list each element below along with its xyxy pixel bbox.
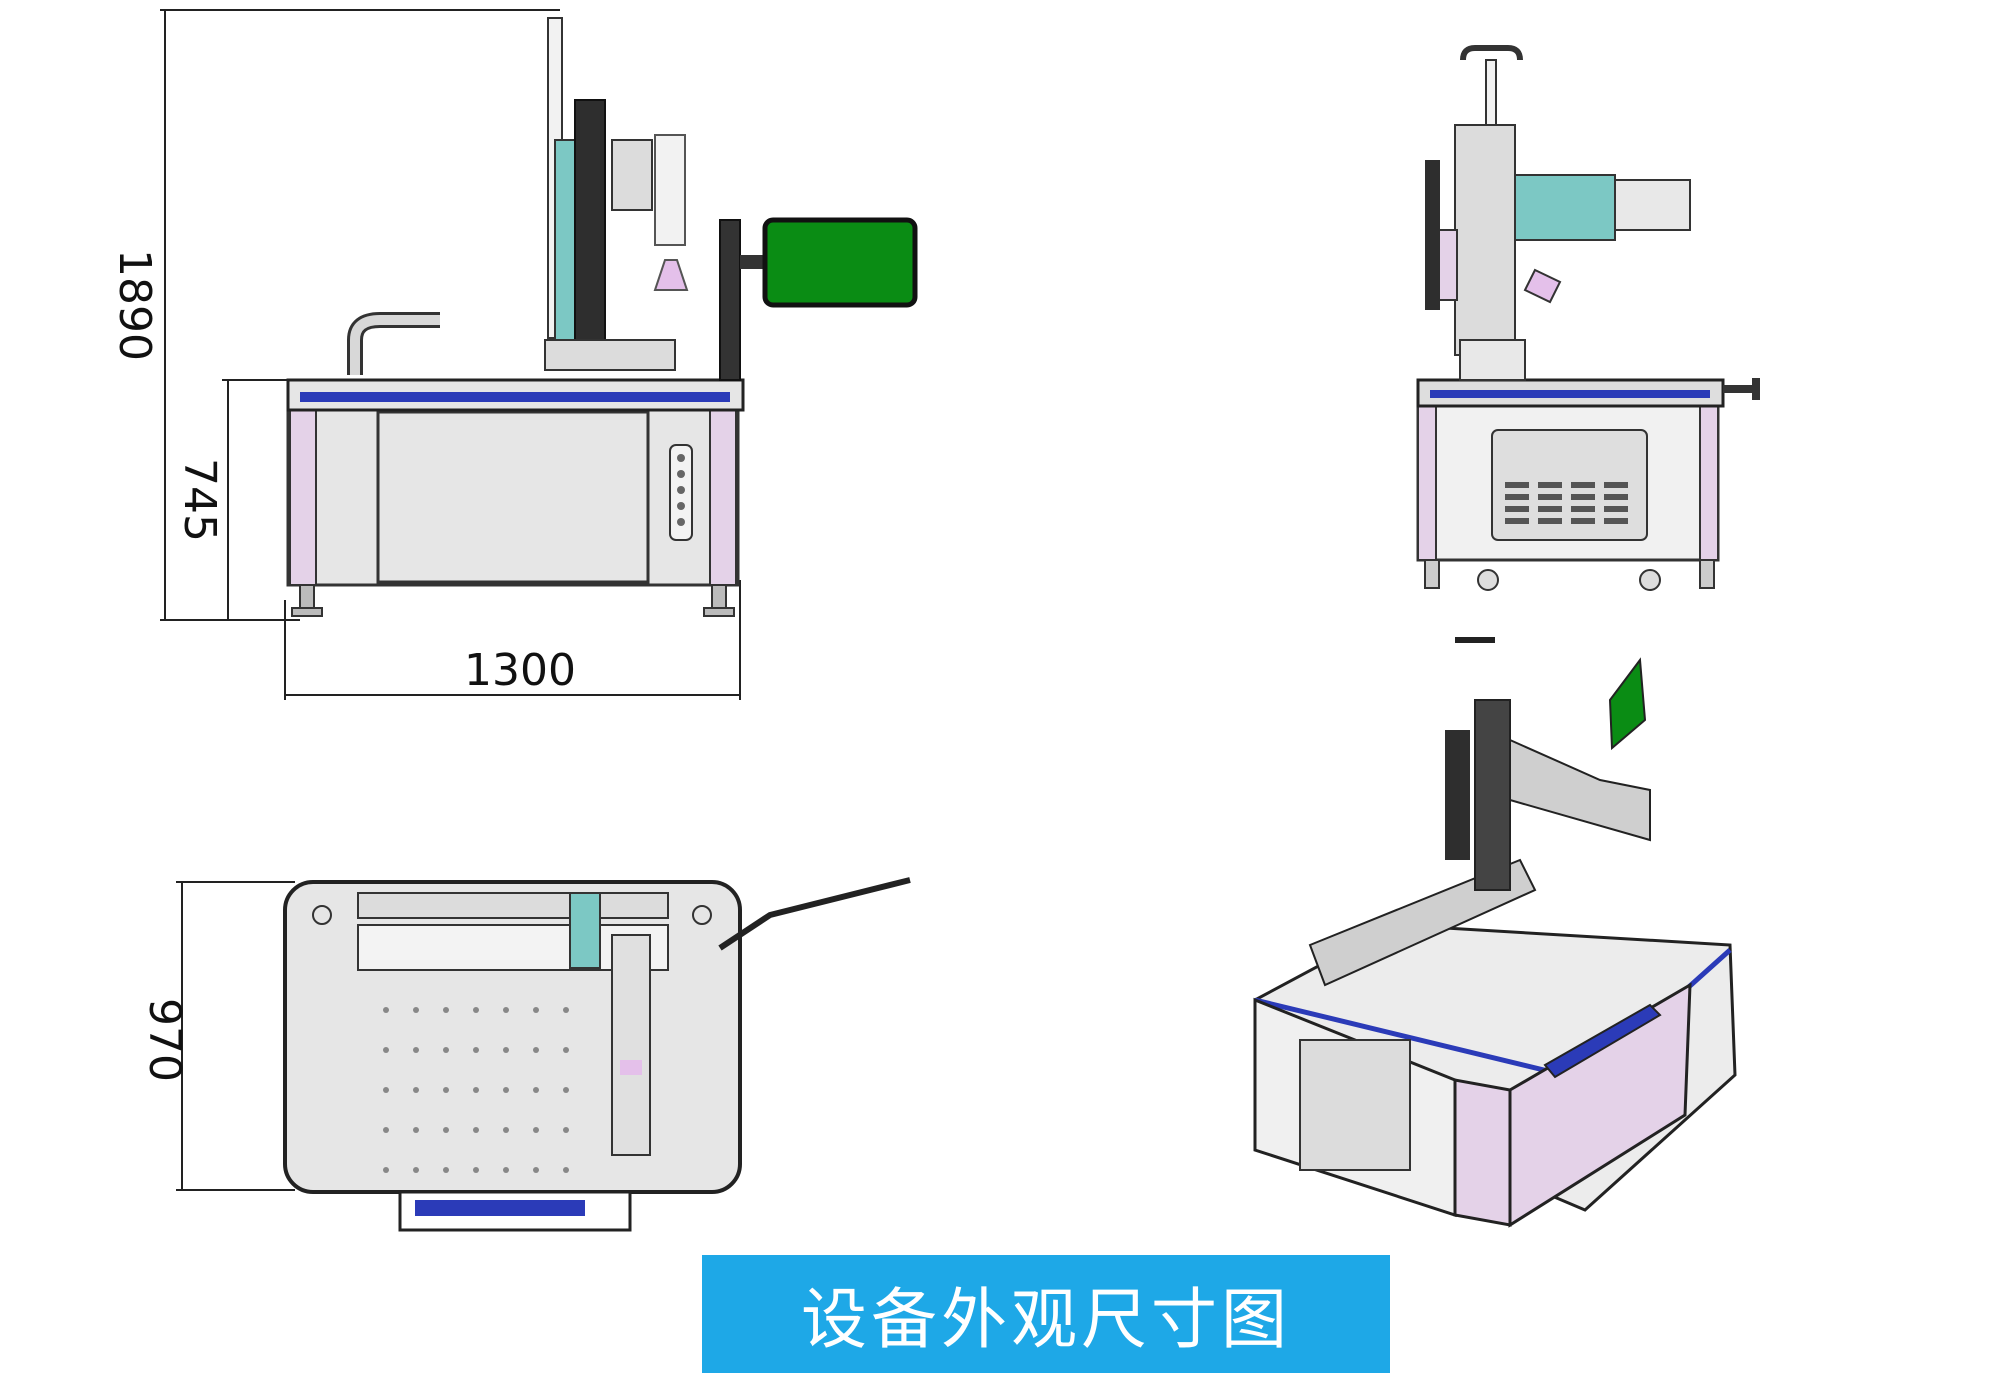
side-vent-panel bbox=[1491, 429, 1648, 541]
front-view: 1890 745 1300 bbox=[109, 9, 918, 700]
top-view: 970 bbox=[139, 877, 911, 1232]
caption-banner: 设备外观尺寸图 bbox=[702, 1255, 1390, 1373]
iso-monitor bbox=[1608, 657, 1647, 751]
dim-height-table: 745 bbox=[174, 458, 225, 542]
monitor-arm bbox=[719, 219, 741, 381]
front-column-dark bbox=[574, 99, 606, 351]
front-leg-right bbox=[709, 407, 737, 586]
monitor-screen bbox=[762, 217, 918, 308]
dim-width: 1300 bbox=[464, 645, 576, 696]
front-blue-strip bbox=[300, 392, 730, 402]
side-view bbox=[1416, 45, 1760, 591]
dim-height-total: 1890 bbox=[109, 249, 160, 361]
iso-rail bbox=[1308, 858, 1537, 987]
caption-text: 设备外观尺寸图 bbox=[801, 1281, 1291, 1358]
dimension-lines-front bbox=[160, 9, 741, 700]
dimension-lines-top bbox=[176, 881, 295, 1191]
front-column-teal bbox=[554, 139, 576, 351]
top-monitor-arm bbox=[718, 877, 911, 951]
iso-blue-handle bbox=[1543, 1003, 1662, 1079]
side-handle bbox=[1460, 45, 1523, 61]
top-slide bbox=[611, 934, 651, 1156]
front-nozzle bbox=[653, 259, 689, 291]
front-column-base bbox=[544, 339, 676, 371]
front-leg-left bbox=[289, 407, 317, 586]
iso-column bbox=[1474, 699, 1511, 891]
iso-vent-panel bbox=[1299, 1039, 1411, 1171]
front-door bbox=[376, 410, 650, 584]
iso-crossbeam bbox=[1509, 738, 1651, 842]
dim-depth: 970 bbox=[139, 998, 190, 1082]
top-rail bbox=[357, 892, 669, 919]
front-laser-head bbox=[611, 139, 653, 211]
isometric-view bbox=[1253, 637, 1737, 1228]
side-crossbeam bbox=[1514, 174, 1616, 241]
